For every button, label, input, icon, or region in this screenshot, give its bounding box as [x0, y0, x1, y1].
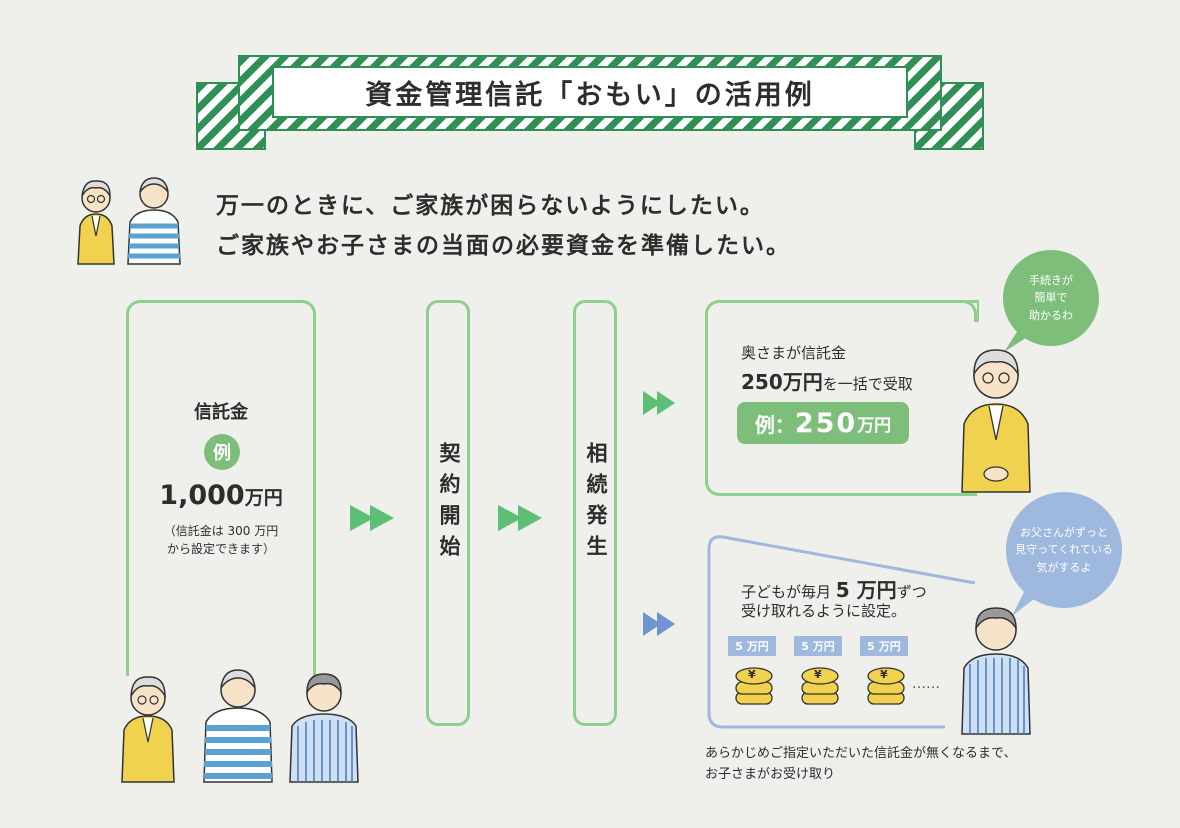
son-icon	[961, 607, 1031, 735]
wife-bubble-line-3: 助かるわ	[1029, 308, 1073, 322]
senior-couple-icon	[77, 177, 181, 265]
example-badge: 例	[204, 434, 240, 470]
child-line-2: 受け取れるように設定。	[741, 602, 907, 620]
yen-symbol: ¥	[814, 668, 822, 681]
footnote: あらかじめご指定いただいた信託金が無くなるまで、 お子さまがお受け取り	[705, 744, 1016, 786]
trust-note-line-1: （信託金は 300 万円	[163, 524, 279, 538]
wife-example-unit: 万円	[857, 415, 892, 436]
inheritance-step-label: 相続発生	[584, 442, 608, 566]
yen-coin-icon	[801, 667, 839, 705]
yen-symbol: ¥	[748, 668, 756, 681]
footnote-line-2: お子さまがお受け取り	[705, 766, 836, 782]
wife-line-2: 250万円を一括で受取	[741, 366, 913, 395]
wife-box-corner	[943, 300, 977, 322]
wife-box	[705, 300, 977, 496]
lead-line-1: 万一のときに、ご家族が困らないようにしたい。	[216, 193, 765, 219]
bubble-tail	[1004, 324, 1032, 352]
inheritance-box	[573, 300, 617, 726]
trust-amount-unit: 万円	[244, 487, 283, 509]
lead-line-2: ご家族やお子さまの当面の必要資金を準備したい。	[216, 233, 791, 259]
wife-example-amount: 250	[794, 407, 858, 439]
continuation-dots: ……	[912, 676, 940, 692]
son-bubble-line-2: 見守ってくれている	[1015, 543, 1113, 557]
contract-box	[426, 300, 470, 726]
trust-note-line-2: から設定できます）	[166, 542, 275, 556]
wife-line-2-suffix: を一括で受取	[822, 375, 913, 393]
trust-box	[126, 300, 316, 676]
page-title: 資金管理信託「おもい」の活用例	[272, 66, 908, 118]
trust-label: 信託金	[194, 402, 248, 423]
footnote-line-1: あらかじめご指定いただいた信託金が無くなるまで、	[705, 746, 1017, 761]
double-arrow-icon	[350, 505, 394, 531]
wife-example-prefix: 例：	[754, 412, 795, 437]
trust-amount-number: 1,000	[159, 480, 245, 511]
double-arrow-icon	[498, 505, 542, 531]
yen-coin-icon	[867, 667, 905, 705]
child-monthly-amount: 5 万円	[835, 578, 897, 602]
child-box	[705, 533, 997, 733]
son-speech-bubble: お父さんがずっと 見守ってくれている 気がするよ	[1006, 492, 1122, 608]
bubble-tail	[1012, 588, 1038, 616]
son-bubble-line-1: お父さんがずっと	[1019, 526, 1108, 540]
grandmother-icon	[961, 349, 1031, 493]
yen-coin-icon	[735, 667, 773, 705]
son-bubble-line-3: 気がするよ	[1036, 560, 1092, 574]
wife-line-1: 奥さまが信託金	[741, 344, 847, 362]
trust-amount: 1,000万円	[126, 480, 316, 511]
child-line-1-suffix: ずつ	[896, 583, 927, 601]
wife-bubble-line-2: 簡単で	[1034, 291, 1068, 305]
double-arrow-icon	[643, 612, 675, 636]
monthly-tag: 5 万円	[794, 636, 842, 656]
trust-note: （信託金は 300 万円 から設定できます）	[126, 522, 316, 558]
child-line-1-prefix: 子どもが毎月	[741, 583, 832, 601]
monthly-tag: 5 万円	[860, 636, 908, 656]
contract-step-label: 契約開始	[437, 442, 461, 566]
double-arrow-icon	[643, 391, 675, 415]
monthly-tag: 5 万円	[728, 636, 776, 656]
yen-symbol: ¥	[880, 668, 888, 681]
wife-bubble-line-1: 手続きが	[1029, 274, 1073, 288]
wife-box-edge	[977, 300, 979, 322]
child-line-1: 子どもが毎月 5 万円ずつ	[741, 574, 927, 603]
family-icon	[121, 669, 359, 783]
wife-amount: 250万円	[741, 370, 823, 394]
